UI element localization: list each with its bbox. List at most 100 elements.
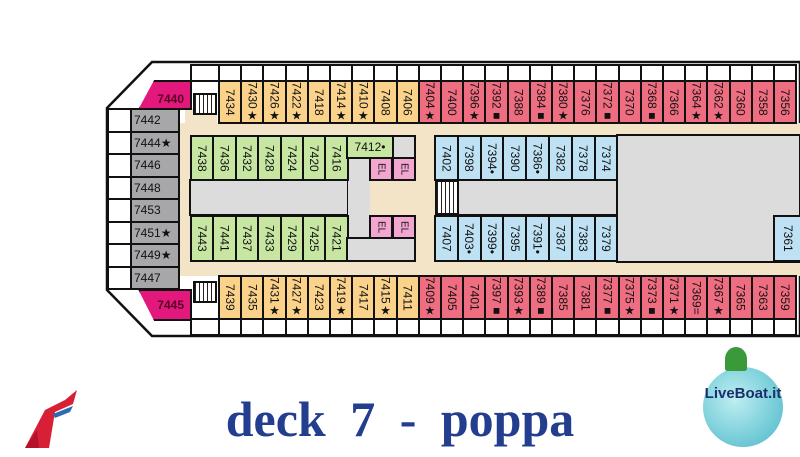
cabin-7449[interactable]: 7449★: [130, 243, 180, 268]
cabin-7379[interactable]: 7379: [593, 215, 619, 262]
cabin-7365[interactable]: 7365: [728, 275, 753, 320]
cabin-7356[interactable]: 7356: [773, 80, 798, 124]
cabin-7387[interactable]: 7387: [548, 215, 573, 262]
balcony: [107, 198, 132, 223]
cabin-7384[interactable]: 7384■: [528, 80, 553, 124]
cabin-7409[interactable]: 7409★: [417, 275, 442, 320]
cabin-7437[interactable]: 7437: [234, 215, 260, 262]
cabin-7438[interactable]: 7438: [190, 135, 215, 181]
cabin-7441[interactable]: 7441: [212, 215, 237, 262]
elevator[interactable]: EL: [369, 157, 393, 181]
cabin-7364[interactable]: 7364★: [684, 80, 709, 124]
cabin-7375[interactable]: 7375★: [617, 275, 642, 320]
cabin-7434[interactable]: 7434: [218, 80, 243, 124]
cabin-7394[interactable]: 7394•: [479, 135, 505, 181]
cabin-7361[interactable]: 7361: [773, 215, 800, 262]
cabin-7435[interactable]: 7435: [240, 275, 265, 320]
cabin-7376[interactable]: 7376: [573, 80, 598, 124]
cabin-7426[interactable]: 7426★: [262, 80, 287, 124]
cabin-7430[interactable]: 7430★: [240, 80, 265, 124]
cabin-7416[interactable]: 7416: [324, 135, 349, 181]
cabin-7359[interactable]: 7359: [773, 275, 798, 320]
cabin-7431[interactable]: 7431★: [262, 275, 287, 320]
cabin-7404[interactable]: 7404★: [417, 80, 442, 124]
cabin-7374[interactable]: 7374: [593, 135, 619, 181]
cabin-7451[interactable]: 7451★: [130, 220, 180, 245]
cabin-7381[interactable]: 7381: [573, 275, 598, 320]
cabin-7382[interactable]: 7382: [548, 135, 573, 181]
cabin-number: 7404★: [422, 81, 437, 123]
cabin-7412[interactable]: 7412•: [346, 135, 394, 159]
cabin-7429[interactable]: 7429: [279, 215, 304, 262]
cabin-7391[interactable]: 7391•: [525, 215, 550, 262]
cabin-7369[interactable]: 7369=: [684, 275, 709, 320]
elevator[interactable]: EL: [392, 157, 416, 181]
cabin-7400[interactable]: 7400: [440, 80, 465, 124]
cabin-7399[interactable]: 7399•: [479, 215, 505, 262]
cabin-7377[interactable]: 7377■: [595, 275, 620, 320]
cabin-7417[interactable]: 7417: [351, 275, 376, 320]
cabin-7419[interactable]: 7419★: [329, 275, 354, 320]
cabin-7389[interactable]: 7389■: [528, 275, 553, 320]
cabin-7390[interactable]: 7390: [502, 135, 528, 181]
cabin-7396[interactable]: 7396★: [462, 80, 487, 124]
cabin-7425[interactable]: 7425: [302, 215, 327, 262]
cabin-7428[interactable]: 7428: [257, 135, 282, 181]
cabin-7407[interactable]: 7407: [434, 215, 459, 262]
cabin-7418[interactable]: 7418: [306, 80, 331, 124]
cabin-7395[interactable]: 7395: [502, 215, 528, 262]
cabin-7411[interactable]: 7411: [395, 275, 420, 320]
cabin-7398[interactable]: 7398: [456, 135, 482, 181]
cabin-7385[interactable]: 7385: [551, 275, 576, 320]
cabin-7393[interactable]: 7393★: [506, 275, 531, 320]
cabin-7422[interactable]: 7422★: [284, 80, 309, 124]
cabin-7401[interactable]: 7401: [462, 275, 487, 320]
cabin-7453[interactable]: 7453: [130, 198, 180, 223]
cabin-7410[interactable]: 7410★: [351, 80, 376, 124]
cabin-7360[interactable]: 7360: [728, 80, 753, 124]
cabin-7443[interactable]: 7443: [190, 215, 215, 262]
cabin-7424[interactable]: 7424: [279, 135, 304, 181]
cabin-7370[interactable]: 7370: [617, 80, 642, 124]
cabin-7373[interactable]: 7373■: [639, 275, 664, 320]
cabin-7432[interactable]: 7432: [234, 135, 260, 181]
elevator[interactable]: EL: [392, 215, 416, 239]
cabin-7436[interactable]: 7436: [212, 135, 237, 181]
balcony: [662, 318, 687, 336]
cabin-7414[interactable]: 7414★: [329, 80, 354, 124]
cabin-7362[interactable]: 7362★: [706, 80, 731, 124]
cabin-7415[interactable]: 7415★: [373, 275, 398, 320]
cabin-7433[interactable]: 7433: [257, 215, 282, 262]
cabin-7368[interactable]: 7368■: [639, 80, 664, 124]
cabin-7439[interactable]: 7439: [218, 275, 243, 320]
cabin-7403[interactable]: 7403•: [456, 215, 482, 262]
cabin-7442[interactable]: 7442: [130, 108, 180, 133]
cabin-7358[interactable]: 7358: [750, 80, 775, 124]
cabin-7366[interactable]: 7366: [662, 80, 687, 124]
cabin-7386[interactable]: 7386•: [525, 135, 550, 181]
elevator[interactable]: EL: [369, 215, 393, 239]
cabin-7408[interactable]: 7408: [373, 80, 398, 124]
cabin-7448[interactable]: 7448: [130, 175, 180, 200]
cabin-7423[interactable]: 7423: [306, 275, 331, 320]
cabin-7378[interactable]: 7378: [570, 135, 596, 181]
cabin-7406[interactable]: 7406: [395, 80, 420, 124]
cabin-7367[interactable]: 7367★: [706, 275, 731, 320]
cabin-7392[interactable]: 7392■: [484, 80, 509, 124]
cabin-7388[interactable]: 7388: [506, 80, 531, 124]
cabin-7405[interactable]: 7405: [440, 275, 465, 320]
cabin-7372[interactable]: 7372■: [595, 80, 620, 124]
cabin-7371[interactable]: 7371★: [662, 275, 687, 320]
cabin-7402[interactable]: 7402: [434, 135, 459, 181]
balcony: [107, 153, 132, 178]
cabin-7363[interactable]: 7363: [750, 275, 775, 320]
cabin-7397[interactable]: 7397■: [484, 275, 509, 320]
cabin-7446[interactable]: 7446: [130, 153, 180, 178]
cabin-7427[interactable]: 7427★: [284, 275, 309, 320]
cabin-7380[interactable]: 7380★: [551, 80, 576, 124]
cabin-7444[interactable]: 7444★: [130, 130, 180, 155]
cabin-7447[interactable]: 7447: [130, 265, 180, 290]
cabin-number: 7373■: [644, 277, 659, 318]
cabin-7420[interactable]: 7420: [302, 135, 327, 181]
cabin-7383[interactable]: 7383: [570, 215, 596, 262]
